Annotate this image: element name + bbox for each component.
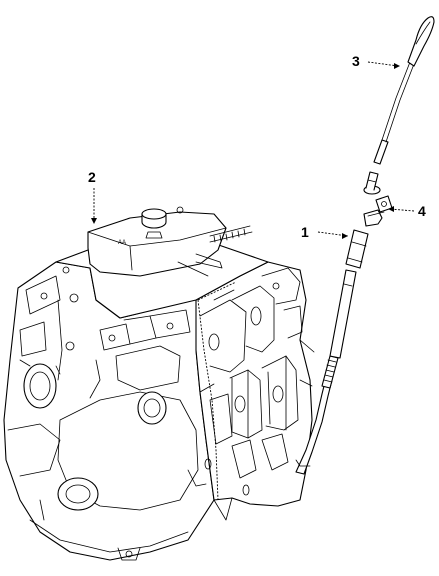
callout-3: 3	[352, 53, 400, 69]
callout-4-label: 4	[418, 203, 426, 219]
callout-2-label: 2	[88, 169, 96, 185]
callout-1: 1	[301, 224, 349, 240]
callout-1-label: 1	[301, 224, 309, 240]
dipstick-tube-assembly	[295, 16, 435, 475]
engine-block: AA	[3, 206, 315, 561]
svg-text:AA: AA	[118, 240, 126, 246]
callout-2: 2	[88, 169, 97, 224]
callout-3-label: 3	[352, 53, 360, 69]
callout-4: 4	[388, 203, 426, 219]
